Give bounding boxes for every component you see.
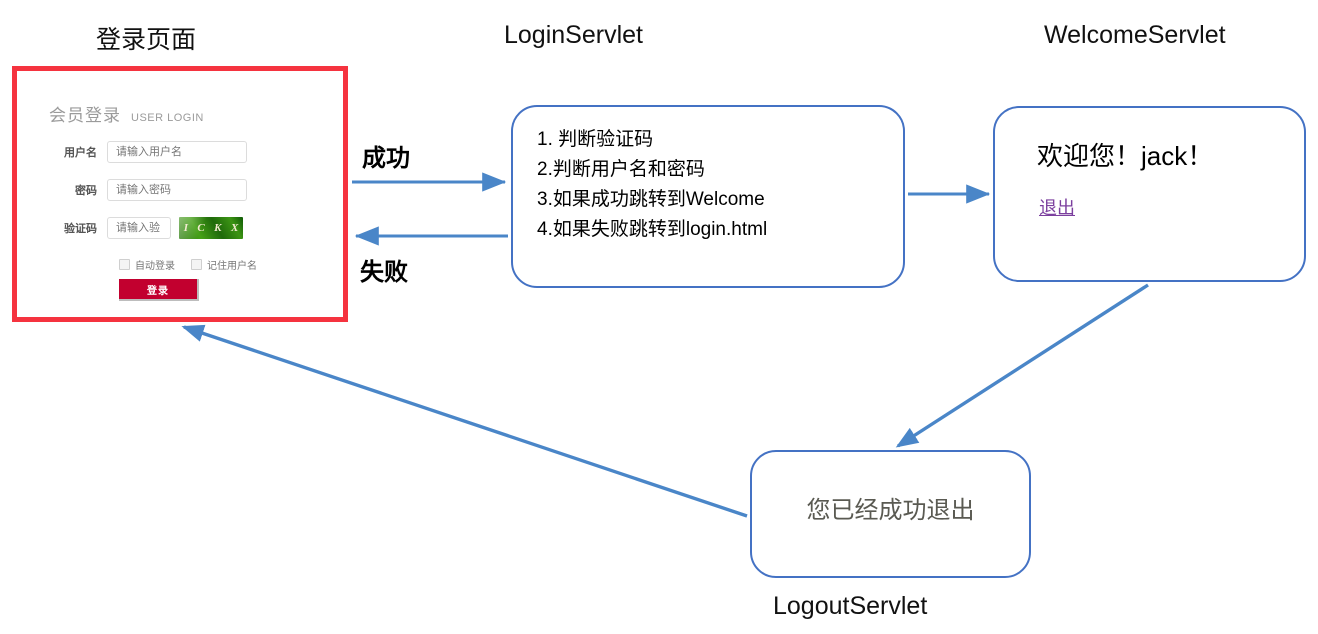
captcha-char-2: C — [197, 221, 205, 234]
list-item: 3.如果成功跳转到Welcome — [537, 189, 765, 210]
arrow-label-success: 成功 — [362, 145, 410, 172]
logout-message-text: 您已经成功退出 — [806, 497, 975, 524]
captcha-input[interactable] — [107, 217, 171, 239]
checkbox-icon[interactable] — [119, 259, 130, 270]
captcha-char-4: X — [230, 221, 239, 234]
form-row-password: 密码 — [49, 179, 247, 201]
list-item: 4.如果失败跳转到login.html — [537, 219, 768, 240]
captcha-char-1: I — [183, 221, 188, 234]
password-label: 密码 — [75, 185, 97, 197]
username-label: 用户名 — [64, 147, 97, 159]
captcha-label: 验证码 — [64, 223, 97, 235]
remember-username-label: 记住用户名 — [207, 261, 257, 272]
list-item: 2.判断用户名和密码 — [537, 159, 705, 180]
box-welcome-servlet: 欢迎您！jack！ 退出 — [993, 106, 1306, 282]
auto-login-checkbox-item[interactable]: 自动登录 — [119, 257, 175, 272]
auto-login-label: 自动登录 — [135, 261, 175, 272]
login-card: 会员登录 USER LOGIN 用户名 密码 验证码 I C K X — [25, 79, 335, 309]
arrow-welcome-to-logout — [895, 283, 1149, 448]
checkbox-icon[interactable] — [191, 259, 202, 270]
login-page-screenshot: 会员登录 USER LOGIN 用户名 密码 验证码 I C K X — [12, 66, 348, 322]
list-item: 1. 判断验证码 — [537, 129, 654, 150]
captcha-image[interactable]: I C K X — [179, 217, 243, 239]
form-row-username: 用户名 — [49, 141, 247, 163]
title-login-servlet: LoginServlet — [504, 21, 643, 49]
login-heading: 会员登录 USER LOGIN — [49, 101, 204, 126]
arrow-label-failure: 失败 — [360, 259, 408, 286]
login-servlet-step-list: 1. 判断验证码 2.判断用户名和密码 3.如果成功跳转到Welcome 4.如… — [537, 125, 891, 245]
box-logout-servlet: 您已经成功退出 — [750, 450, 1031, 578]
title-logout-servlet: LogoutServlet — [773, 592, 928, 620]
login-heading-cn: 会员登录 — [49, 106, 121, 125]
form-row-captcha: 验证码 I C K X — [49, 217, 243, 239]
username-input[interactable] — [107, 141, 247, 163]
remember-username-checkbox-item[interactable]: 记住用户名 — [191, 257, 257, 272]
title-login-page: 登录页面 — [96, 26, 197, 54]
login-submit-button[interactable]: 登录 — [119, 279, 199, 301]
login-options-row: 自动登录 记住用户名 — [119, 257, 257, 272]
arrow-logout-to-login — [181, 324, 748, 518]
login-heading-en: USER LOGIN — [131, 112, 204, 124]
password-input[interactable] — [107, 179, 247, 201]
welcome-greeting-text: 欢迎您！jack！ — [1037, 141, 1214, 171]
logout-link[interactable]: 退出 — [1039, 198, 1075, 218]
box-login-servlet: 1. 判断验证码 2.判断用户名和密码 3.如果成功跳转到Welcome 4.如… — [511, 105, 905, 288]
title-welcome-servlet: WelcomeServlet — [1044, 21, 1226, 49]
captcha-char-3: K — [214, 221, 222, 234]
